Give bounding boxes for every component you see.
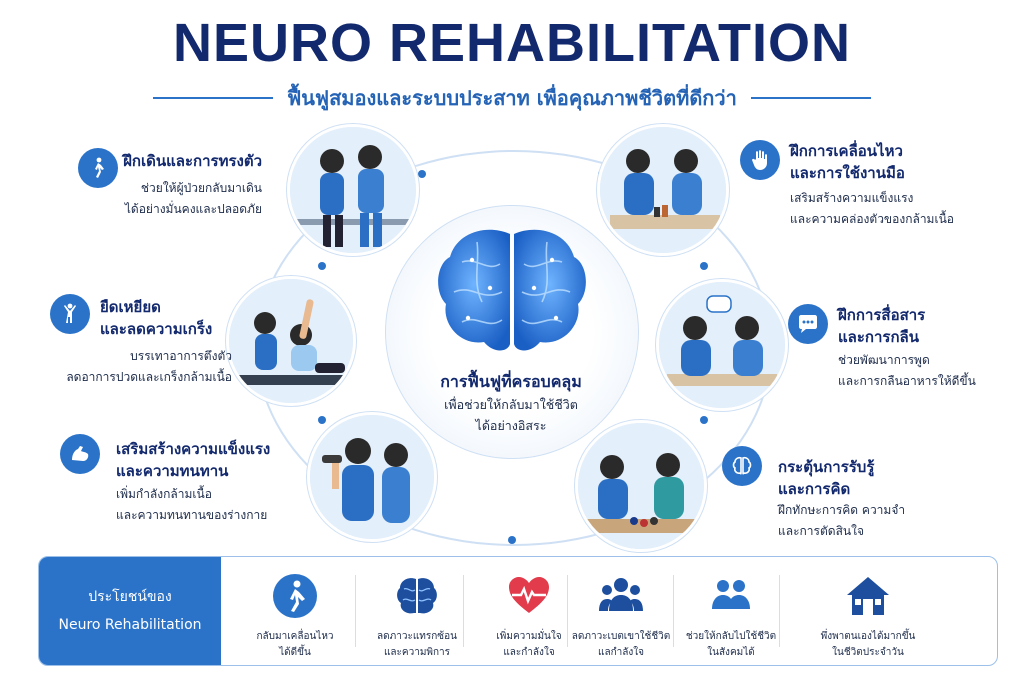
benefit-item: กลับมาเคลื่อนไหวได้ดีขึ้น xyxy=(235,565,355,661)
benefit-item: ลดภาวะแทรกซ้อนและความพิการ xyxy=(357,565,477,661)
photo-strength-training xyxy=(307,412,437,542)
benefit-item: ลดภาวะเบตเขาใช้ชีวิตแลกำลังใจ xyxy=(561,565,681,661)
feature-stretch-desc: บรรเทาอาการตึงตัว ลดอาการปวดและเกร็งกล้า… xyxy=(10,346,232,388)
benefit-divider xyxy=(463,575,464,647)
benefit-label-1: กลับมาเคลื่อนไหว xyxy=(256,631,334,642)
feature-cognitive-desc-1: ฝึกทักษะการคิด ความจำ xyxy=(778,503,906,517)
photo-speech-therapy xyxy=(656,279,788,411)
feature-speech-desc-2: และการกลืนอาหารให้ดีขึ้น xyxy=(838,374,976,388)
feature-strength-title-2: และความทนทาน xyxy=(116,462,229,480)
feature-cognitive-title: กระตุ้นการรับรู้ และการคิด xyxy=(778,456,918,500)
feature-cognitive-title-1: กระตุ้นการรับรู้ xyxy=(778,458,875,476)
feature-speech-desc-1: ช่วยพัฒนาการพูด xyxy=(838,353,930,367)
center-line-2: ได้อย่างอิสระ xyxy=(475,418,547,433)
center-line-1: เพื่อช่วยให้กลับมาใช้ชีวิต xyxy=(444,397,578,412)
benefit-label-2: และความพิการ xyxy=(383,647,451,658)
benefit-divider xyxy=(355,575,356,647)
feature-strength-desc-2: และความทนทานของร่างกาย xyxy=(116,508,268,522)
brain-illustration xyxy=(438,229,586,351)
feature-stretch-desc-2: ลดอาการปวดและเกร็งกล้ามเนื้อ xyxy=(66,370,232,384)
walking-person-icon xyxy=(273,574,317,618)
feature-strength-title: เสริมสร้างความแข็งแรง และความทนทาน xyxy=(116,438,276,482)
ring-dot xyxy=(508,536,516,544)
benefits-heading-1: ประโยชน์ของ xyxy=(88,589,172,605)
flexed-arm-icon xyxy=(60,434,100,474)
feature-cognitive-desc-2: และการตัดสินใจ xyxy=(778,524,864,538)
benefit-divider xyxy=(779,575,780,647)
subtitle-rule-right xyxy=(750,97,871,99)
benefit-label-2: ได้ดีขึ้น xyxy=(279,647,311,658)
people-icon xyxy=(712,580,750,609)
feature-strength-desc-1: เพิ่มกำลังกล้ามเนื้อ xyxy=(116,487,212,501)
photo-hand-therapy xyxy=(597,124,729,256)
benefit-label-1: ลดภาวะเบตเขาใช้ชีวิต xyxy=(571,631,671,642)
home-icon xyxy=(847,577,889,615)
feature-strength-title-1: เสริมสร้างความแข็งแรง xyxy=(116,440,271,458)
walking-person-icon xyxy=(78,148,118,188)
ring-dot xyxy=(418,170,426,178)
benefits-heading: ประโยชน์ของ Neuro Rehabilitation xyxy=(39,557,221,665)
center-description: เพื่อช่วยให้กลับมาใช้ชีวิต ได้อย่างอิสระ xyxy=(385,394,637,436)
feature-stretch-desc-1: บรรเทาอาการตึงตัว xyxy=(130,349,232,363)
stretching-person-icon xyxy=(50,294,90,334)
photo-walking-training xyxy=(287,124,419,256)
benefit-label-2: และกำลังใจ xyxy=(503,647,555,658)
feature-stretch-title-1: ยืดเหยียด xyxy=(100,298,161,316)
brain-icon xyxy=(722,446,762,486)
ring-dot xyxy=(318,262,326,270)
feature-speech-title-2: และการกลืน xyxy=(838,328,920,346)
speech-bubble-icon xyxy=(788,304,828,344)
benefits-heading-2: Neuro Rehabilitation xyxy=(58,617,202,633)
feature-hand-desc: เสริมสร้างความแข็งแรง และความคล่องตัวของ… xyxy=(790,188,990,230)
page-subtitle: ฟื้นฟูสมองและระบบประสาท เพื่อคุณภาพชีวิต… xyxy=(287,86,737,110)
feature-stretch-title-2: และลดความเกร็ง xyxy=(100,320,213,338)
subtitle-row: ฟื้นฟูสมองและระบบประสาท เพื่อคุณภาพชีวิต… xyxy=(0,82,1024,114)
benefit-divider xyxy=(673,575,674,647)
benefit-label-1: เพิ่มความมั่นใจ xyxy=(496,631,562,642)
feature-hand-desc-2: และความคล่องตัวของกล้ามเนื้อ xyxy=(790,212,954,226)
ring-dot xyxy=(700,262,708,270)
feature-hand-title: ฝึกการเคลื่อนไหว และการใช้งานมือ xyxy=(790,140,960,184)
center-title: การฟื้นฟูที่ครอบคลุม xyxy=(440,372,582,391)
feature-hand-title-1: ฝึกการเคลื่อนไหว xyxy=(790,142,903,160)
feature-walking-desc-1: ช่วยให้ผู้ป่วยกลับมาเดิน xyxy=(140,181,262,195)
benefit-label-2: ในชีวิตประจำวัน xyxy=(832,647,904,658)
photo-cognitive-training xyxy=(575,420,707,552)
benefit-item: ช่วยให้กลับไปใช้ชีวิตในสังคมได้ xyxy=(671,565,791,661)
feature-cognitive-title-2: และการคิด xyxy=(778,480,851,498)
ring-dot xyxy=(700,416,708,424)
page-title: NEURO REHABILITATION xyxy=(173,13,851,73)
center-circle xyxy=(385,205,639,459)
ring-dot xyxy=(318,416,326,424)
benefits-panel: ประโยชน์ของ Neuro Rehabilitation กลับมาเ… xyxy=(38,556,998,666)
feature-speech-title-1: ฝึกการสื่อสาร xyxy=(838,306,926,324)
benefit-label-2: แลกำลังใจ xyxy=(598,647,644,658)
feature-hand-desc-1: เสริมสร้างความแข็งแรง xyxy=(790,191,914,205)
benefit-label-1: ลดภาวะแทรกซ้อน xyxy=(377,631,457,642)
feature-walking-title: ฝึกเดินและการทรงตัว xyxy=(123,152,262,170)
feature-cognitive-desc: ฝึกทักษะการคิด ความจำ และการตัดสินใจ xyxy=(778,500,958,542)
benefit-item: เพิ่มความมั่นใจและกำลังใจ xyxy=(469,565,589,661)
feature-speech-title: ฝึกการสื่อสาร และการกลืน xyxy=(838,304,978,348)
hand-icon xyxy=(740,140,780,180)
feature-stretch-title: ยืดเหยียด และลดความเกร็ง xyxy=(100,296,230,340)
subtitle-rule-left xyxy=(153,97,274,99)
heart-pulse-icon xyxy=(509,577,549,613)
feature-walking-desc: ช่วยให้ผู้ป่วยกลับมาเดิน ได้อย่างมั่นคงแ… xyxy=(40,178,262,220)
feature-speech-desc: ช่วยพัฒนาการพูด และการกลืนอาหารให้ดีขึ้น xyxy=(838,350,1008,392)
feature-walking-desc-2: ได้อย่างมั่นคงและปลอดภัย xyxy=(124,202,262,216)
feature-strength-desc: เพิ่มกำลังกล้ามเนื้อ และความทนทานของร่าง… xyxy=(116,484,296,526)
brain-icon xyxy=(397,578,437,614)
benefit-label-1: ช่วยให้กลับไปใช้ชีวิต xyxy=(685,631,777,642)
photo-stretching xyxy=(226,276,356,406)
feature-hand-title-2: และการใช้งานมือ xyxy=(790,164,905,182)
benefit-item: พึ่งพาตนเองได้มากขึ้นในชีวิตประจำวัน xyxy=(793,565,943,661)
benefit-label-1: พึ่งพาตนเองได้มากขึ้น xyxy=(820,631,916,642)
benefit-divider xyxy=(567,575,568,647)
benefit-label-2: ในสังคมได้ xyxy=(707,647,755,658)
group-icon xyxy=(599,578,643,611)
